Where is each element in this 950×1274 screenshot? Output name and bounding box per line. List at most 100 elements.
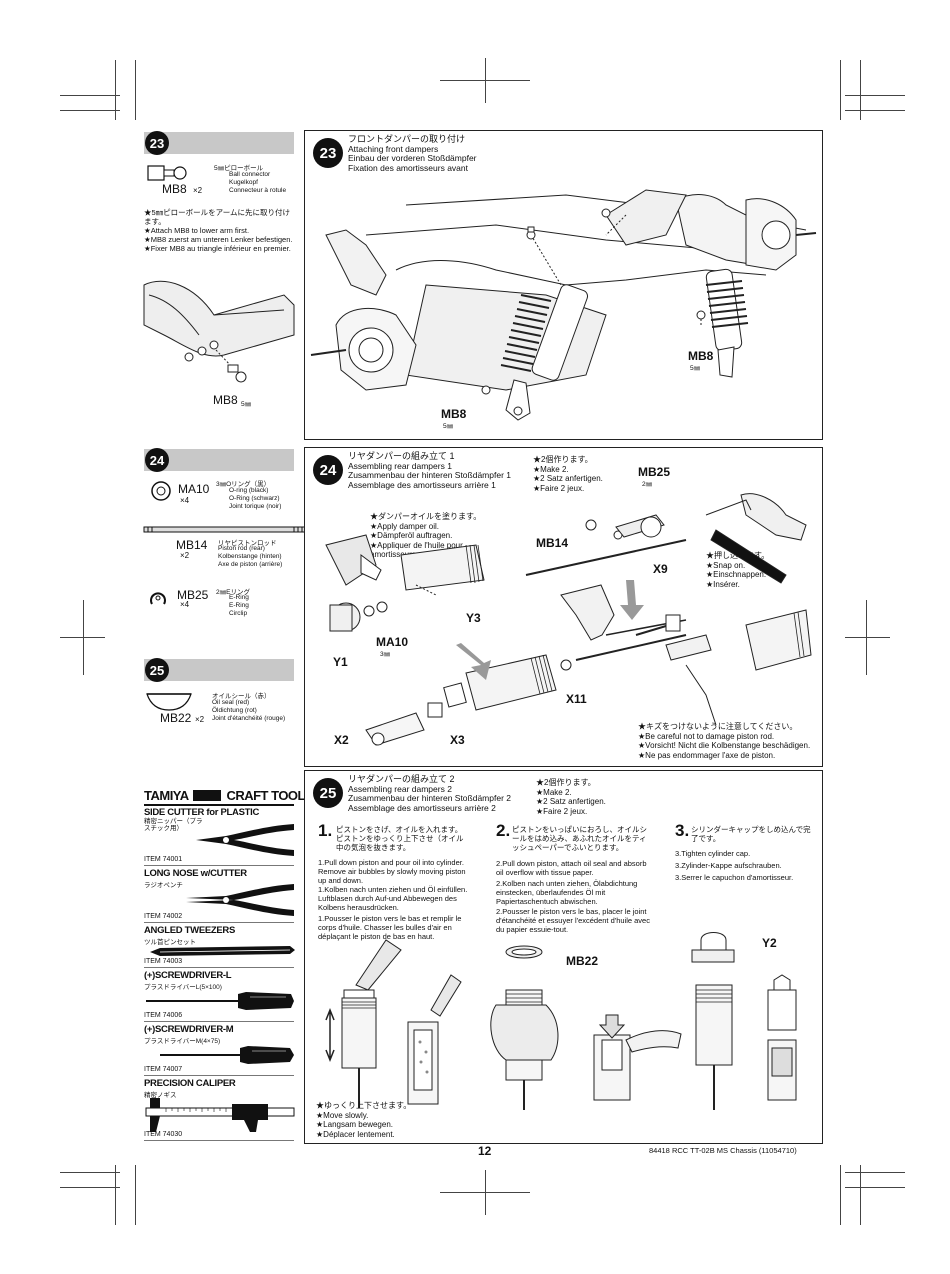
crop-mark (845, 110, 905, 111)
note-en: ★Attach MB8 to lower arm first. (144, 226, 250, 235)
label-size: 5㎜ (443, 423, 454, 430)
care-en: ★Be careful not to damage piston rod. (638, 731, 775, 741)
substep-3-de: 3.Zylinder-Kappe aufschrauben. (675, 861, 782, 870)
substep-1-fr: 1.Pousser le piston vers le bas et rempl… (318, 914, 462, 941)
make-fr: ★Faire 2 jeux. (533, 483, 585, 493)
substep-1-jp: ピストンをさげ、オイルを入れます。ピストンをゆっくり上下させ（オイル中の気泡を抜… (336, 825, 464, 852)
part-qty: ×2 (180, 551, 190, 560)
label-mb8: MB8 (441, 407, 467, 421)
make-jp: ★2個作ります。 (533, 455, 593, 464)
crop-mark (115, 60, 116, 120)
side-step-header (144, 659, 294, 681)
divider (144, 1021, 294, 1022)
mb25-en: E-Ring (229, 594, 249, 601)
make-fr: ★Faire 2 jeux. (536, 806, 588, 816)
substep-3-fr: 3.Serrer le capuchon d'amortisseur. (675, 873, 794, 882)
label-mb25: MB25 (638, 465, 671, 479)
tool-item-number: ITEM 74001 (144, 856, 183, 863)
tool-jp: 精密ノギス (144, 1092, 177, 1099)
tool-title: (+)SCREWDRIVER-M (144, 1024, 234, 1035)
title-jp: リヤダンパーの組み立て 2 (348, 774, 455, 784)
ball-connector-en: Ball connector (229, 171, 271, 178)
label-mb14: MB14 (536, 536, 569, 550)
label-size: 3㎜ (380, 651, 391, 658)
crop-mark (845, 1187, 905, 1188)
snap-de: ★Einschnappen. (706, 570, 767, 579)
label-mb8: MB8 (688, 349, 714, 363)
side-step-header (144, 132, 294, 154)
crop-mark (83, 600, 84, 675)
tool-jp: ツル首ピンセット (144, 939, 196, 946)
tool-title: LONG NOSE w/CUTTER (144, 868, 247, 879)
step-number: 23 (313, 138, 343, 168)
title-fr: Assemblage des amortisseurs arrière 1 (348, 479, 496, 490)
mb22-en: Oil seal (red) (212, 699, 250, 706)
title-de: Zusammenbau der hinteren Stoßdämpfer 2 (348, 793, 512, 803)
label-x11: X11 (566, 692, 587, 706)
label-y2: Y2 (762, 936, 777, 950)
mb14-en: Piston rod (rear) (218, 545, 265, 552)
title-en: Attaching front dampers (348, 143, 439, 154)
side-step-header (144, 449, 294, 471)
make-en: ★Make 2. (536, 787, 572, 797)
title-de: Einbau der vorderen Stoßdämpfer (348, 153, 477, 163)
part-qty: ×4 (180, 496, 190, 505)
ma10-fr: Joint torique (noir) (229, 503, 282, 510)
oil-fr: ★Appliquer de l'huile pour amortisseurs. (370, 540, 463, 560)
crop-mark (485, 1170, 486, 1215)
tamiya-logo-icon (193, 790, 222, 801)
screwdriver-m-icon (160, 1046, 294, 1064)
substep-1-number: 1. (318, 821, 333, 840)
part-code-ma10: MA10 (178, 482, 210, 496)
tool-title: SIDE CUTTER for PLASTIC (144, 807, 260, 818)
step-number: 25 (313, 778, 343, 808)
part-code-mb8: MB8 (162, 182, 187, 196)
divider (144, 967, 294, 968)
substep-3-number: 3. (675, 821, 690, 840)
substep-1-de: 1.Kolben nach unten ziehen und Öl einfül… (318, 885, 468, 912)
divider (144, 865, 294, 866)
part-qty: ×4 (180, 600, 190, 609)
slow-jp: ★ゆっくり上下させます。 (316, 1101, 412, 1110)
tool-title: ANGLED TWEEZERS (144, 925, 236, 936)
mb25-fr: Circlip (229, 610, 248, 617)
piston-rod-icon (143, 526, 311, 533)
label-x2: X2 (334, 733, 349, 747)
make-jp: ★2個作ります。 (536, 778, 596, 787)
crop-mark (860, 1165, 861, 1225)
ball-connector-de: Kugelkopf (229, 179, 258, 186)
brand-name: TAMIYA (144, 788, 189, 803)
crop-mark (840, 60, 841, 120)
crop-mark (135, 1165, 136, 1225)
tool-jp: 精密ニッパー（プラスチック用） (144, 818, 203, 832)
title-fr: Assemblage des amortisseurs arrière 2 (348, 802, 496, 813)
substep-2-jp: ピストンをいっぱいにおろし、オイルシールをはめ込み、あふれたオイルをティッシュペ… (512, 825, 647, 852)
mb14-de: Kolbenstange (hinten) (218, 553, 282, 560)
note-de: ★MB8 zuerst am unteren Lenker befestigen… (144, 235, 293, 244)
crop-mark (60, 110, 120, 111)
mb25-de: E-Ring (229, 602, 249, 609)
label-x9: X9 (653, 562, 668, 576)
crop-mark (135, 60, 136, 120)
e-ring-icon (150, 592, 166, 605)
divider (144, 922, 294, 923)
substep-3-en: 3.Tighten cylinder cap. (675, 849, 751, 858)
divider (144, 1140, 294, 1141)
mb25-jp: 2㎜Eリング (216, 589, 250, 596)
angled-tweezers-icon (150, 946, 295, 956)
o-ring-icon (151, 481, 171, 501)
substep-2-number: 2. (496, 821, 511, 840)
divider (144, 1075, 294, 1076)
note-fr: ★Fixer MB8 au triangle inférieur en prem… (144, 244, 291, 253)
title-fr: Fixation des amortisseurs avant (348, 162, 468, 173)
crop-mark (840, 1165, 841, 1225)
ma10-jp: 3㎜Oリング（黒） (216, 481, 271, 488)
slow-fr: ★Déplacer lentement. (316, 1129, 395, 1139)
tool-jp: ラジオペンチ (144, 882, 183, 889)
substep-2-en: 2.Pull down piston, attach oil seal and … (496, 859, 647, 877)
crop-mark (60, 95, 120, 96)
tool-item-number: ITEM 74002 (144, 913, 183, 920)
footer-code: 84418 RCC TT-02B MS Chassis (11054710) (649, 1146, 797, 1155)
oil-jp: ★ダンパーオイルを塗ります。 (370, 512, 482, 521)
step-23-title: フロントダンパーの取り付け Attaching front dampers Ei… (348, 134, 477, 173)
